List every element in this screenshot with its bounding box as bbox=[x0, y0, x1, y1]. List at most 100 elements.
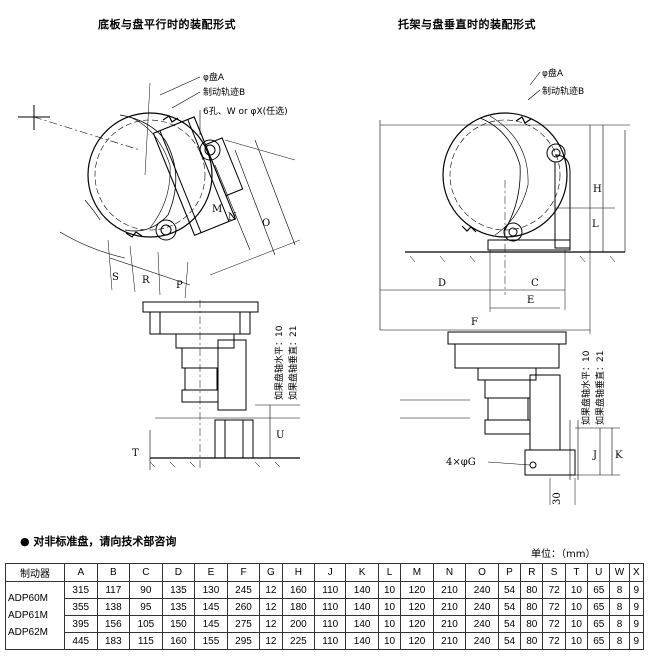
table-cell: 9 bbox=[628, 598, 645, 616]
column-header-n: N bbox=[432, 563, 467, 582]
column-header-w: W bbox=[609, 563, 630, 582]
left-diagram-title: 底板与盘平行时的装配形式 bbox=[98, 18, 236, 31]
left-assembly-drawing bbox=[18, 76, 301, 470]
table-cell: 8 bbox=[609, 598, 630, 616]
column-header-u: U bbox=[587, 563, 611, 582]
table-cell: 160 bbox=[281, 581, 316, 599]
table-cell: 355 bbox=[64, 598, 98, 616]
dim-o: O bbox=[262, 218, 270, 229]
table-cell: 80 bbox=[520, 598, 544, 616]
table-cell: 8 bbox=[609, 632, 630, 650]
table-cell: 156 bbox=[96, 615, 131, 633]
table-cell: 95 bbox=[129, 598, 163, 616]
table-cell: 183 bbox=[96, 632, 131, 650]
column-header-j: J bbox=[314, 563, 347, 582]
table-cell: 180 bbox=[281, 598, 316, 616]
column-header-s: S bbox=[542, 563, 566, 582]
table-cell: 135 bbox=[161, 598, 196, 616]
model-cell: ADP61M bbox=[5, 610, 65, 628]
table-cell: 210 bbox=[432, 598, 467, 616]
right-callout-disc-a: φ盘A bbox=[542, 67, 564, 79]
table-cell: 65 bbox=[587, 632, 611, 650]
table-cell: 54 bbox=[497, 581, 522, 599]
table-cell: 240 bbox=[465, 598, 499, 616]
column-header-t: T bbox=[564, 563, 589, 582]
table-cell: 145 bbox=[194, 615, 228, 633]
table-cell: 8 bbox=[609, 581, 630, 599]
table-cell: 130 bbox=[194, 581, 228, 599]
right-assembly-drawing bbox=[379, 71, 630, 505]
table-cell: 80 bbox=[520, 581, 544, 599]
column-header-b: B bbox=[96, 563, 131, 582]
left-callout-disc-a: φ盘A bbox=[203, 71, 225, 83]
table-cell: 210 bbox=[432, 615, 467, 633]
table-cell: 12 bbox=[259, 615, 283, 633]
dim-t: T bbox=[132, 448, 139, 459]
table-cell: 315 bbox=[64, 581, 98, 599]
table-cell: 12 bbox=[259, 581, 283, 599]
table-cell: 54 bbox=[497, 632, 522, 650]
dim-h: H bbox=[593, 184, 602, 195]
left-callout-brake-track-b: 制动轨迹B bbox=[203, 86, 245, 98]
unit-label: 单位：（mm） bbox=[531, 549, 596, 560]
dim-d: D bbox=[438, 278, 446, 289]
table-cell: 10 bbox=[564, 598, 589, 616]
left-callout-holes: 6孔、W or φX(任选) bbox=[203, 105, 288, 117]
table-cell: 10 bbox=[377, 632, 402, 650]
table-cell: 65 bbox=[587, 581, 611, 599]
table-cell: 10 bbox=[377, 581, 402, 599]
table-cell: 260 bbox=[226, 598, 261, 616]
table-cell: 110 bbox=[314, 632, 347, 650]
table-cell: 155 bbox=[194, 632, 228, 650]
table-cell: 240 bbox=[465, 632, 499, 650]
table-cell: 275 bbox=[226, 615, 261, 633]
table-cell: 12 bbox=[259, 632, 283, 650]
model-cell: ADP60M bbox=[5, 593, 65, 611]
table-cell: 120 bbox=[400, 598, 434, 616]
column-header-k: K bbox=[345, 563, 379, 582]
table-cell: 140 bbox=[345, 615, 379, 633]
column-header-f: F bbox=[226, 563, 261, 582]
column-header-d: D bbox=[161, 563, 196, 582]
table-cell: 160 bbox=[161, 632, 196, 650]
table-cell: 65 bbox=[587, 598, 611, 616]
table-cell: 105 bbox=[129, 615, 163, 633]
assembly-drawings: φ盘A 制动轨迹B 6孔、W or φX(任选) S R P M N O T U… bbox=[18, 67, 630, 505]
table-cell: 54 bbox=[497, 615, 522, 633]
table-cell: 135 bbox=[161, 581, 196, 599]
model-cell: ADP62M bbox=[5, 627, 65, 645]
table-cell: 54 bbox=[497, 598, 522, 616]
table-cell: 110 bbox=[314, 598, 347, 616]
dim-p: P bbox=[176, 280, 183, 291]
table-cell: 150 bbox=[161, 615, 196, 633]
column-header-e: E bbox=[194, 563, 228, 582]
table-cell: 90 bbox=[129, 581, 163, 599]
table-cell: 115 bbox=[129, 632, 163, 650]
dim-n: N bbox=[228, 212, 237, 223]
table-cell: 10 bbox=[564, 615, 589, 633]
dim-r: R bbox=[142, 275, 150, 286]
dim-l: L bbox=[592, 219, 599, 230]
column-header-r: R bbox=[520, 563, 544, 582]
table-cell: 200 bbox=[281, 615, 316, 633]
right-diagram-title: 托架与盘垂直时的装配形式 bbox=[398, 18, 536, 31]
table-cell: 225 bbox=[281, 632, 316, 650]
table-cell: 80 bbox=[520, 632, 544, 650]
table-cell: 120 bbox=[400, 615, 434, 633]
table-cell: 10 bbox=[377, 598, 402, 616]
table-cell: 8 bbox=[609, 615, 630, 633]
table-cell: 10 bbox=[564, 581, 589, 599]
table-cell: 9 bbox=[628, 615, 645, 633]
column-header-l: L bbox=[377, 563, 402, 582]
dim-e: E bbox=[527, 295, 534, 306]
column-header-g: G bbox=[259, 563, 283, 582]
table-cell: 110 bbox=[314, 615, 347, 633]
dim-m: M bbox=[212, 204, 222, 215]
table-cell: 240 bbox=[465, 581, 499, 599]
left-note-horizontal: 如果盘轴水平：10 bbox=[273, 325, 285, 400]
table-cell: 395 bbox=[64, 615, 98, 633]
table-cell: 138 bbox=[96, 598, 131, 616]
